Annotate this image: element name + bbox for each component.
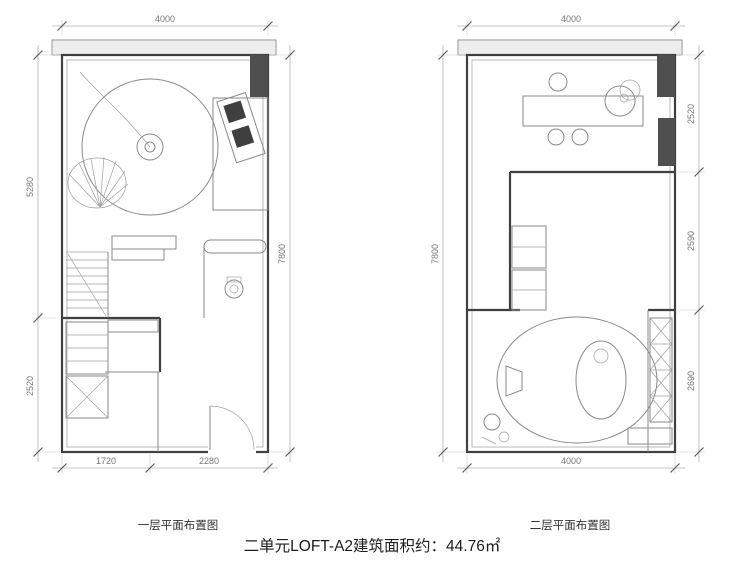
cooktop-icon xyxy=(216,91,266,164)
page-title: 二单元LOFT-A2建筑面积约：44.76㎡ xyxy=(244,537,501,555)
dim-first-left-upper: 5280 xyxy=(25,177,35,197)
second-floor-dimensions: 4000 7800 2520 2590 2690 xyxy=(430,14,705,474)
dim-first-right: 7800 xyxy=(277,244,287,264)
wardrobe xyxy=(511,225,547,311)
chair-icon xyxy=(548,72,568,92)
second-floor-plan: 4000 7800 2520 2590 2690 xyxy=(430,14,705,532)
stairs xyxy=(66,251,109,318)
dim-first-bottom-left: 1720 xyxy=(96,456,116,466)
nightstand xyxy=(505,365,523,397)
second-floor-caption: 二层平面布置图 xyxy=(530,519,611,532)
first-floor-furniture xyxy=(65,71,269,455)
vanity xyxy=(203,239,267,254)
first-floor-walls xyxy=(51,39,277,454)
dim-second-right-lower: 2690 xyxy=(686,371,696,391)
second-floor-furniture xyxy=(481,72,673,445)
dim-first-bottom-right: 2280 xyxy=(199,456,219,466)
kitchen-counter xyxy=(212,97,269,211)
corner-fixtures xyxy=(481,413,510,445)
round-bed xyxy=(81,78,219,216)
second-floor-walls xyxy=(457,39,683,454)
chair-icon xyxy=(547,128,565,146)
dim-first-top: 4000 xyxy=(155,14,175,24)
shaft-column xyxy=(657,55,675,97)
storage-shelves xyxy=(65,319,159,419)
first-floor-plan: 4000 5280 2520 7800 17 xyxy=(25,14,296,532)
dim-second-right-middle: 2590 xyxy=(686,231,696,251)
closet-hatched xyxy=(649,317,673,423)
dining-table xyxy=(522,72,644,146)
plant-icon xyxy=(604,85,636,117)
palm-plant-icon xyxy=(67,156,129,209)
dim-second-top: 4000 xyxy=(561,14,581,24)
first-floor-caption: 一层平面布置图 xyxy=(138,519,219,532)
bathroom-fixtures xyxy=(203,239,267,299)
shaft-column xyxy=(250,55,268,97)
bench xyxy=(627,427,673,445)
chair-icon xyxy=(571,128,589,146)
dim-second-bottom: 4000 xyxy=(561,456,581,466)
dim-second-left: 7800 xyxy=(430,244,440,264)
dim-second-right-upper: 2520 xyxy=(686,104,696,124)
round-bed xyxy=(496,316,658,444)
dim-first-left-lower: 2520 xyxy=(25,376,35,396)
first-floor-dimensions: 4000 5280 2520 7800 17 xyxy=(25,14,296,474)
duct-column xyxy=(658,118,675,166)
toilet-icon xyxy=(224,279,244,299)
entry-door xyxy=(208,405,256,455)
